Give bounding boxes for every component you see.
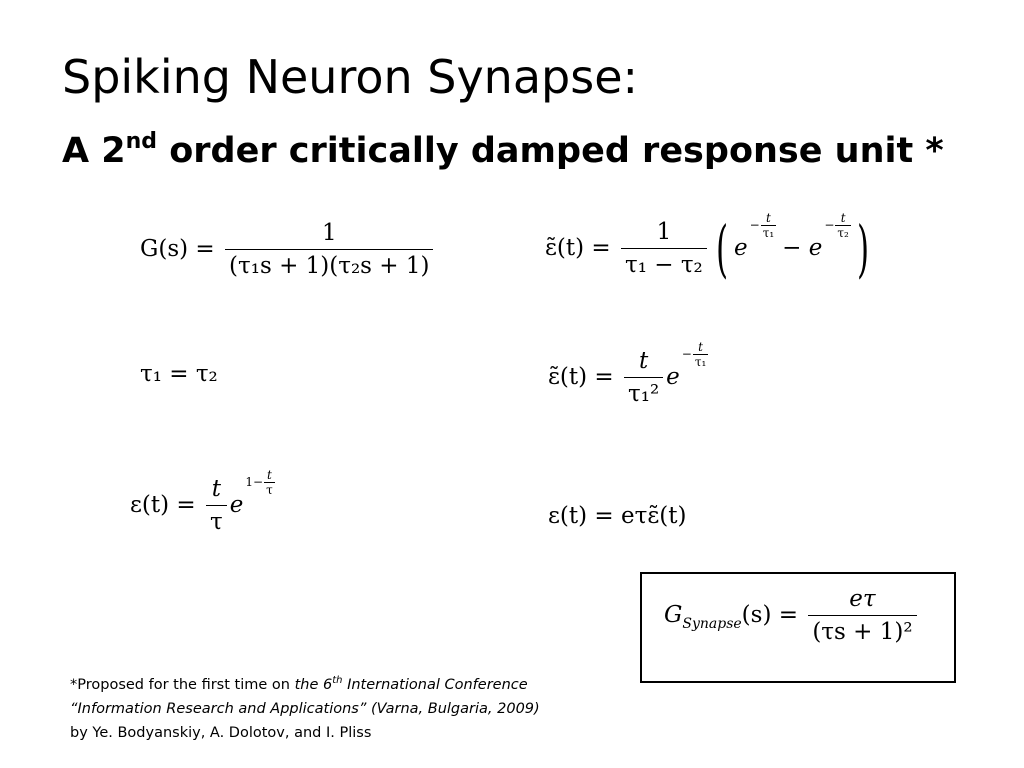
footnote-italic-sup: th (332, 675, 343, 687)
eps-simple-denominator: τ (206, 505, 227, 534)
eps-crit-e: e (666, 364, 680, 390)
slide-subtitle: A 2nd order critically damped response u… (62, 129, 944, 171)
eps-crit-exp-fraction: t τ₁ (692, 339, 709, 369)
epsilon-scaled-equation: ε(t) = eτε̃(t) (548, 503, 687, 529)
eps-diff-minus2: − (824, 218, 835, 232)
synapse-denominator: (τs + 1)² (808, 615, 917, 644)
transfer-denominator: (τ₁s + 1)(τ₂s + 1) (225, 249, 434, 278)
eps-diff-exp1-fraction: t τ₁ (760, 210, 777, 240)
subtitle-suffix: order critically damped response unit * (157, 131, 944, 171)
eps-diff-e1: e (734, 235, 748, 261)
synapse-lhs-g: G (664, 602, 683, 628)
synapse-lhs-rest: (s) = (741, 602, 799, 628)
epsilon-tilde-critical-equation: ε̃(t) = t τ₁² e − t τ₁ (548, 341, 709, 406)
eps-diff-exp2-fraction: t τ₂ (835, 210, 851, 240)
eps-simple-exp-fraction: t τ (264, 469, 275, 496)
footnote-suffix: by Ye. Bodyanskiy, A. Dolotov, and I. Pl… (70, 725, 372, 741)
eps-crit-numerator: t (638, 348, 649, 374)
eps-simple-exponent: 1− t τ (245, 469, 275, 496)
transfer-fraction: 1 (τ₁s + 1)(τ₂s + 1) (225, 220, 434, 278)
epsilon-simple-equation: ε(t) = t τ e 1− t τ (130, 469, 275, 534)
eps-diff-d1: τ₁ (760, 224, 777, 240)
eps-crit-exp-num: t (698, 339, 703, 354)
left-paren: ( (715, 212, 728, 285)
synapse-result-box: GSynapse(s) = eτ (τs + 1)² (640, 572, 956, 683)
eps-crit-exponent: − t τ₁ (682, 341, 709, 368)
eps-crit-denominator: τ₁² (624, 377, 664, 406)
synapse-fraction: eτ (τs + 1)² (808, 586, 917, 644)
eps-simple-exp-num: t (266, 467, 272, 482)
eps-diff-denominator: τ₁ − τ₂ (621, 248, 707, 277)
footnote: *Proposed for the first time on the 6th … (70, 673, 540, 745)
epsilon-tilde-difference-equation: ε̃(t) = 1 τ₁ − τ₂ (e − t τ₁ − e − t τ₂ ) (545, 212, 875, 285)
eps-diff-minus1: − (749, 218, 760, 232)
synapse-transfer-equation: GSynapse(s) = eτ (τs + 1)² (664, 588, 920, 644)
synapse-lhs-subscript: Synapse (682, 616, 742, 632)
footnote-prefix: *Proposed for the first time on (70, 677, 295, 693)
eps-diff-exp1: − t τ₁ (750, 212, 777, 239)
footnote-italic-1: the 6 (294, 677, 333, 693)
tau-equality-equation: τ₁ = τ₂ (140, 361, 218, 387)
eps-crit-minus: − (681, 347, 692, 361)
eps-diff-d2: τ₂ (835, 224, 851, 240)
transfer-numerator: 1 (321, 220, 337, 246)
footnote-italic-2: International Conference “Information Re… (70, 677, 540, 717)
eps-diff-mid: − e (782, 235, 823, 261)
transfer-function-equation: G(s) = 1 (τ₁s + 1)(τ₂s + 1) (140, 222, 436, 278)
subtitle-superscript: nd (125, 129, 158, 154)
eps-simple-exp-den: τ (264, 481, 275, 497)
eps-simple-numerator: t (211, 476, 221, 502)
eps-diff-n1: t (766, 210, 771, 225)
slide-title: Spiking Neuron Synapse: (62, 50, 638, 104)
right-paren: ) (856, 212, 870, 285)
eps-simple-exp-a: 1− (245, 475, 264, 489)
eps-diff-exp2: − t τ₂ (824, 212, 851, 239)
transfer-lhs: G(s) = (140, 236, 215, 262)
eps-simple-lhs: ε(t) = (130, 492, 196, 518)
eps-simple-e: e (229, 492, 244, 518)
eps-diff-fraction: 1 τ₁ − τ₂ (621, 221, 707, 277)
eps-crit-exp-den: τ₁ (692, 353, 709, 369)
eps-crit-fraction: t τ₁² (624, 348, 664, 406)
eps-diff-lhs: ε̃(t) = (545, 235, 611, 261)
eps-simple-fraction: t τ (206, 478, 227, 534)
eps-diff-n2: t (840, 210, 846, 225)
eps-diff-numerator: 1 (656, 219, 672, 245)
subtitle-prefix: A 2 (62, 131, 126, 171)
synapse-numerator: eτ (849, 586, 876, 612)
eps-crit-lhs: ε̃(t) = (548, 364, 614, 390)
